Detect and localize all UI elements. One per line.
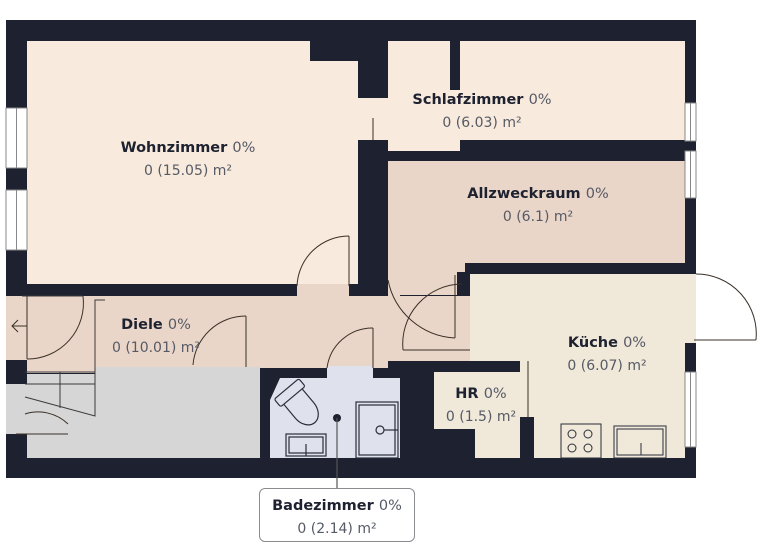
room-name: Wohnzimmer bbox=[120, 140, 228, 156]
room-area: 0 (1.5) m² bbox=[445, 408, 517, 425]
kitchen-sink-icon bbox=[613, 425, 667, 459]
diele-left-strip bbox=[6, 296, 27, 360]
bath-fixtures bbox=[274, 378, 399, 459]
room-diele[interactable] bbox=[6, 270, 470, 373]
room-area: 0 (6.03) m² bbox=[442, 114, 522, 131]
toilet-icon bbox=[274, 378, 319, 426]
bath-door-gap bbox=[327, 366, 373, 380]
room-pct: 0% bbox=[528, 92, 552, 108]
room-name: Diele bbox=[121, 317, 163, 333]
label-badezimmer: Badezimmer 0% 0 (2.14) m² bbox=[272, 494, 402, 538]
label-kueche: Küche 0% 0 (6.07) m² bbox=[567, 331, 646, 375]
room-doorway bbox=[297, 284, 349, 296]
room-area: 0 (10.01) m² bbox=[111, 339, 201, 356]
room-name: HR bbox=[455, 386, 479, 402]
room-hr[interactable] bbox=[475, 372, 520, 458]
windows-left bbox=[5, 107, 28, 251]
room-name: Küche bbox=[567, 335, 618, 351]
label-wohnzimmer: Wohnzimmer 0% 0 (15.05) m² bbox=[121, 136, 256, 180]
room-area: 0 (15.05) m² bbox=[143, 162, 233, 179]
room-name: Allzweckraum bbox=[467, 186, 581, 202]
room-pct: 0% bbox=[167, 317, 191, 333]
badezimmer-callout bbox=[259, 488, 415, 542]
room-pct: 0% bbox=[483, 386, 507, 402]
room-wohnzimmer[interactable] bbox=[27, 41, 358, 284]
room-hr-left[interactable] bbox=[434, 372, 479, 429]
room-name: Badezimmer bbox=[272, 498, 374, 514]
entrance-arrow-icon bbox=[11, 319, 27, 333]
stairs bbox=[22, 295, 105, 417]
door-swings bbox=[16, 118, 757, 435]
room-pct: 0% bbox=[585, 186, 609, 202]
room-name: Schlafzimmer bbox=[412, 92, 524, 108]
kitchen-fixtures bbox=[560, 423, 667, 459]
room-pct: 0% bbox=[623, 335, 647, 351]
room-schlafzimmer[interactable] bbox=[358, 41, 685, 151]
room-pct: 0% bbox=[232, 140, 256, 156]
stove-icon bbox=[560, 423, 602, 459]
kueche-door-gap bbox=[685, 274, 696, 343]
room-area: 0 (6.1) m² bbox=[502, 208, 574, 225]
room-kueche[interactable] bbox=[470, 274, 696, 458]
label-diele: Diele 0% 0 (10.01) m² bbox=[112, 313, 200, 357]
room-area: 0 (2.14) m² bbox=[297, 520, 377, 537]
stair-storage-area bbox=[27, 367, 260, 458]
label-schlafzimmer: Schlafzimmer 0% 0 (6.03) m² bbox=[412, 88, 551, 132]
label-hr: HR 0% 0 (1.5) m² bbox=[446, 382, 516, 426]
windows-right bbox=[684, 102, 697, 448]
entrance-gap bbox=[6, 384, 27, 434]
room-pct: 0% bbox=[378, 498, 402, 514]
label-allzweckraum: Allzweckraum 0% 0 (6.1) m² bbox=[467, 182, 609, 226]
room-area: 0 (6.07) m² bbox=[567, 357, 647, 374]
room-allzweckraum[interactable] bbox=[388, 161, 685, 295]
